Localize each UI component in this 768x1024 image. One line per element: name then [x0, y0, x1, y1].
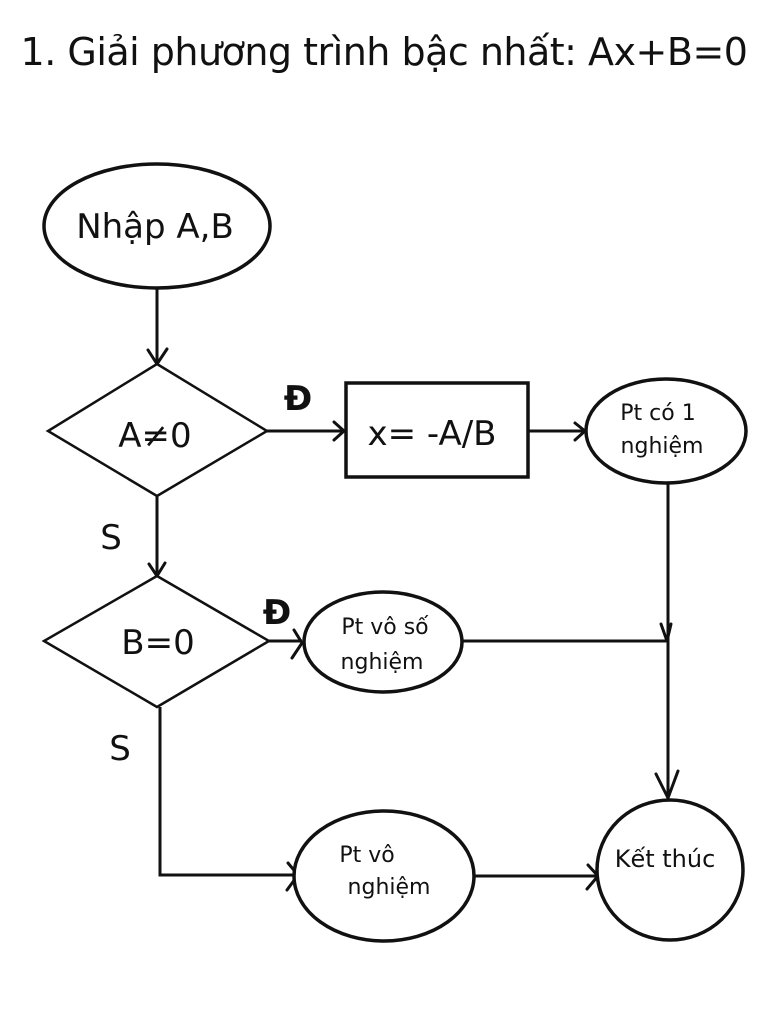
node-end: Kết thúc — [595, 798, 745, 942]
node-infinite: Pt vô số — [302, 590, 464, 694]
arrow-icon — [654, 769, 680, 800]
arrow-icon — [659, 622, 673, 643]
no-solution-line1: Pt vô — [339, 843, 394, 868]
decision-a-label: A≠0 — [118, 416, 191, 456]
edge-a-true: Đ — [267, 379, 346, 442]
node-no-solution: Pt vô nghiệm — [292, 809, 476, 943]
start-label: Nhập A,B — [76, 207, 234, 247]
edge-b-true: Đ — [263, 593, 304, 660]
one-solution-line1: Pt có 1 — [620, 401, 695, 426]
edge-no-solution-to-end — [474, 863, 600, 891]
edge-label-b-true: Đ — [263, 593, 292, 633]
decision-b-diamond — [41, 574, 272, 709]
one-solution-line2: nghiệm — [621, 434, 704, 459]
node-process: x= -A/B — [344, 381, 530, 479]
node-start: Nhập A,B — [42, 162, 272, 290]
no-solution-line2: nghiệm — [348, 875, 431, 900]
process-label: x= -A/B — [368, 414, 497, 454]
arrow-icon — [290, 628, 304, 660]
edge-b-false: S — [109, 707, 300, 892]
diagram-title: 1. Giải phương trình bậc nhất: Ax+B=0 — [20, 30, 748, 74]
edge-label-a-false: S — [100, 518, 122, 558]
end-label: Kết thúc — [615, 845, 716, 873]
edge-process-to-one-solution — [528, 421, 587, 442]
edge-label-b-false: S — [109, 729, 131, 769]
node-decision-a: A≠0 — [45, 362, 270, 498]
edge-a-false: S — [100, 496, 167, 578]
infinite-line1: Pt vô số — [341, 615, 429, 640]
arrow-icon — [332, 420, 346, 442]
infinite-ellipse — [302, 590, 464, 694]
edge-start-to-decision-a — [146, 288, 169, 366]
decision-b-label: B=0 — [121, 623, 194, 663]
infinite-line2: nghiệm — [341, 650, 424, 675]
edge-one-solution-to-end — [654, 483, 680, 800]
process-rectangle — [344, 381, 530, 479]
edge-label-a-true: Đ — [284, 379, 313, 419]
node-decision-b: B=0 — [41, 574, 272, 709]
node-one-solution: Pt có 1 nghiệm — [584, 377, 748, 485]
end-ellipse — [595, 798, 745, 942]
one-solution-ellipse — [584, 377, 748, 485]
